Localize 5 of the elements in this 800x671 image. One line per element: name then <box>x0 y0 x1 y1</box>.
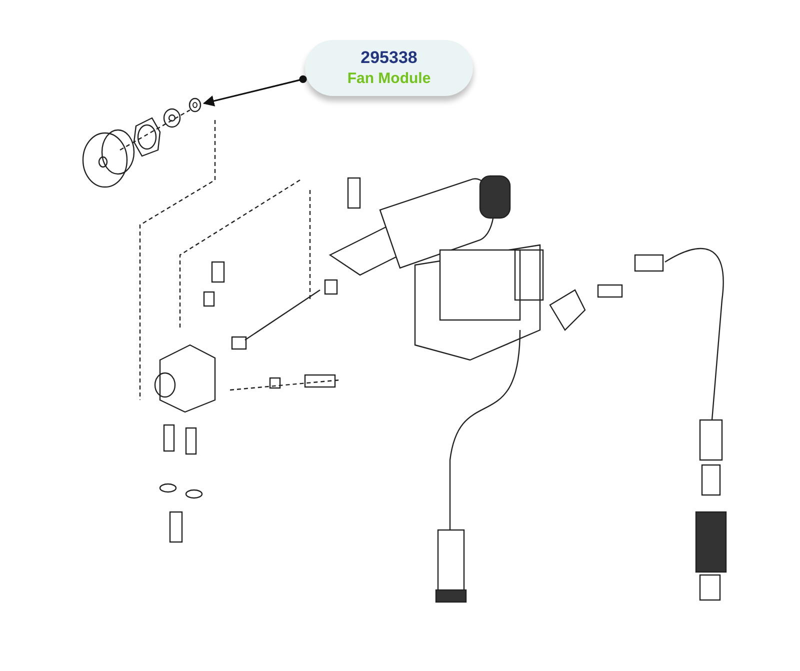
part-name: Fan Module <box>347 69 431 89</box>
leader-line <box>202 75 307 106</box>
part-number-callout <box>305 40 473 96</box>
washer-drawing <box>188 97 202 113</box>
part-number: 295338 <box>360 47 418 69</box>
